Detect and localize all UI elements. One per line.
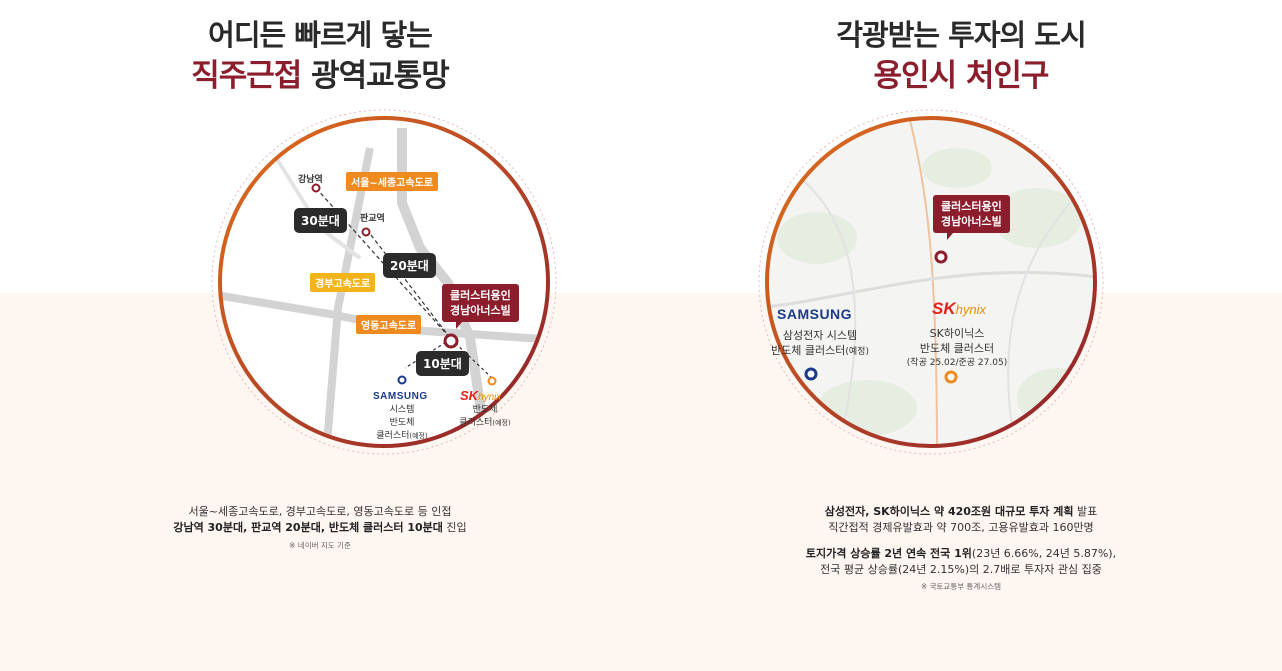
investment-map: 클러스터용인 경남아너스빌 SAMSUNG 삼성전자 시스템 반도체 클러스터(… <box>757 108 1105 456</box>
samsung-desc-3: 클러스터(예정) <box>376 431 428 441</box>
transport-heading-accent: 직주근접 <box>191 58 302 94</box>
gangnam-dot <box>311 183 321 193</box>
investment-caption-2-line1: 토지가격 상승률 2년 연속 전국 1위(23년 6.66%, 24년 5.87… <box>805 547 1117 560</box>
map-terrain <box>767 118 1095 446</box>
outer-dotted-ring <box>758 109 1104 455</box>
transport-heading-line2: 직주근접 광역교통망 <box>0 50 640 95</box>
investment-caption-2: 토지가격 상승률 2년 연속 전국 1위(23년 6.66%, 24년 5.87… <box>641 546 1281 578</box>
investment-caption-1: 삼성전자, SK하이닉스 약 420조원 대규모 투자 계획 발표 직간접적 경… <box>641 504 1281 536</box>
time-10-badge: 10분대 <box>416 351 469 376</box>
transport-note: ※ 네이버 지도 기준 <box>289 541 351 550</box>
time-20-badge: 20분대 <box>383 253 436 278</box>
outer-dotted-ring <box>211 109 557 455</box>
skhynix-logo: SKhynix <box>460 388 502 403</box>
skhynix-desc-2: 클러스터(예정) <box>459 418 511 428</box>
samsung-desc-1: 삼성전자 시스템 <box>782 329 858 342</box>
site-pin-dot <box>443 333 459 349</box>
investment-heading-line1: 각광받는 투자의 도시 <box>836 18 1086 52</box>
site-pin-line1: 클러스터용인 <box>941 200 1002 213</box>
investment-heading-accent: 용인시 처인구 <box>873 58 1050 94</box>
station-pangyo-label: 판교역 <box>360 214 385 224</box>
skhynix-dot <box>944 370 958 384</box>
samsung-desc: 시스템 반도체 클러스터(예정) <box>367 404 437 443</box>
transport-caption-line1: 서울~세종고속도로, 경부고속도로, 영동고속도로 등 인접 <box>188 505 452 518</box>
map-ring <box>765 116 1097 448</box>
road-seoul-sejong-tag: 서울~세종고속도로 <box>346 172 438 191</box>
skhynix-desc-1: SK하이닉스 <box>929 327 985 340</box>
samsung-desc-2: 반도체 <box>389 418 415 428</box>
transport-map: 강남역 판교역 30분대 20분대 10분대 서울~세종고속도로 경부고속도로 … <box>210 108 558 456</box>
skhynix-desc-2: 반도체 클러스터 <box>919 342 995 355</box>
site-pin-label: 클러스터용인 경남아너스빌 <box>442 284 519 329</box>
investment-note: ※ 국토교통부 통계시스템 <box>920 582 1002 591</box>
samsung-logo: SAMSUNG <box>373 391 428 402</box>
investment-caption-1-line2: 직간접적 경제유발효과 약 700조, 고용유발효과 160만명 <box>828 521 1094 534</box>
samsung-logo: SAMSUNG <box>777 306 853 322</box>
samsung-dot <box>804 367 818 381</box>
transport-caption-line2: 강남역 30분대, 판교역 20분대, 반도체 클러스터 10분대 진입 <box>173 521 467 534</box>
transport-caption: 서울~세종고속도로, 경부고속도로, 영동고속도로 등 인접 강남역 30분대,… <box>0 504 640 536</box>
skhynix-desc: 반도체 클러스터(예정) <box>450 404 520 430</box>
samsung-desc: 삼성전자 시스템 반도체 클러스터(예정) <box>765 328 875 360</box>
investment-map-graphic <box>758 109 1104 455</box>
samsung-desc-1: 시스템 <box>389 405 415 415</box>
skhynix-desc-1: 반도체 <box>472 405 498 415</box>
investment-panel: 각광받는 투자의 도시 용인시 처인구 <box>641 0 1281 671</box>
skhynix-dot <box>487 376 497 386</box>
site-pin-line2: 경남아너스빌 <box>941 215 1002 228</box>
map-ring <box>218 116 550 448</box>
site-pin-dot <box>934 250 948 264</box>
transport-heading-rest: 광역교통망 <box>301 58 450 94</box>
site-pin-line2: 경남아너스빌 <box>450 304 511 317</box>
station-gangnam-label: 강남역 <box>298 175 323 185</box>
site-pin-label: 클러스터용인 경남아너스빌 <box>933 195 1010 240</box>
skhynix-desc: SK하이닉스 반도체 클러스터 (착공 25.02/준공 27.05) <box>897 326 1017 371</box>
time-30-badge: 30분대 <box>294 208 347 233</box>
investment-caption-1-line1: 삼성전자, SK하이닉스 약 420조원 대규모 투자 계획 발표 <box>824 505 1098 518</box>
skhynix-desc-3: (착공 25.02/준공 27.05) <box>906 358 1008 368</box>
road-gyeongbu-tag: 경부고속도로 <box>310 273 376 292</box>
road-yeongdong-tag: 영동고속도로 <box>356 315 422 334</box>
samsung-desc-2: 반도체 클러스터(예정) <box>771 344 869 357</box>
transport-panel: 어디든 빠르게 닿는 직주근접 광역교통망 <box>0 0 640 671</box>
investment-caption-2-line2: 전국 평균 상승률(24년 2.15%)의 2.7배로 투자자 관심 집중 <box>820 563 1102 576</box>
site-pin-line1: 클러스터용인 <box>450 289 511 302</box>
pangyo-dot <box>361 227 371 237</box>
transport-heading-line1: 어디든 빠르게 닿는 <box>208 18 433 52</box>
skhynix-logo: SKhynix <box>932 299 986 318</box>
samsung-dot <box>397 375 407 385</box>
